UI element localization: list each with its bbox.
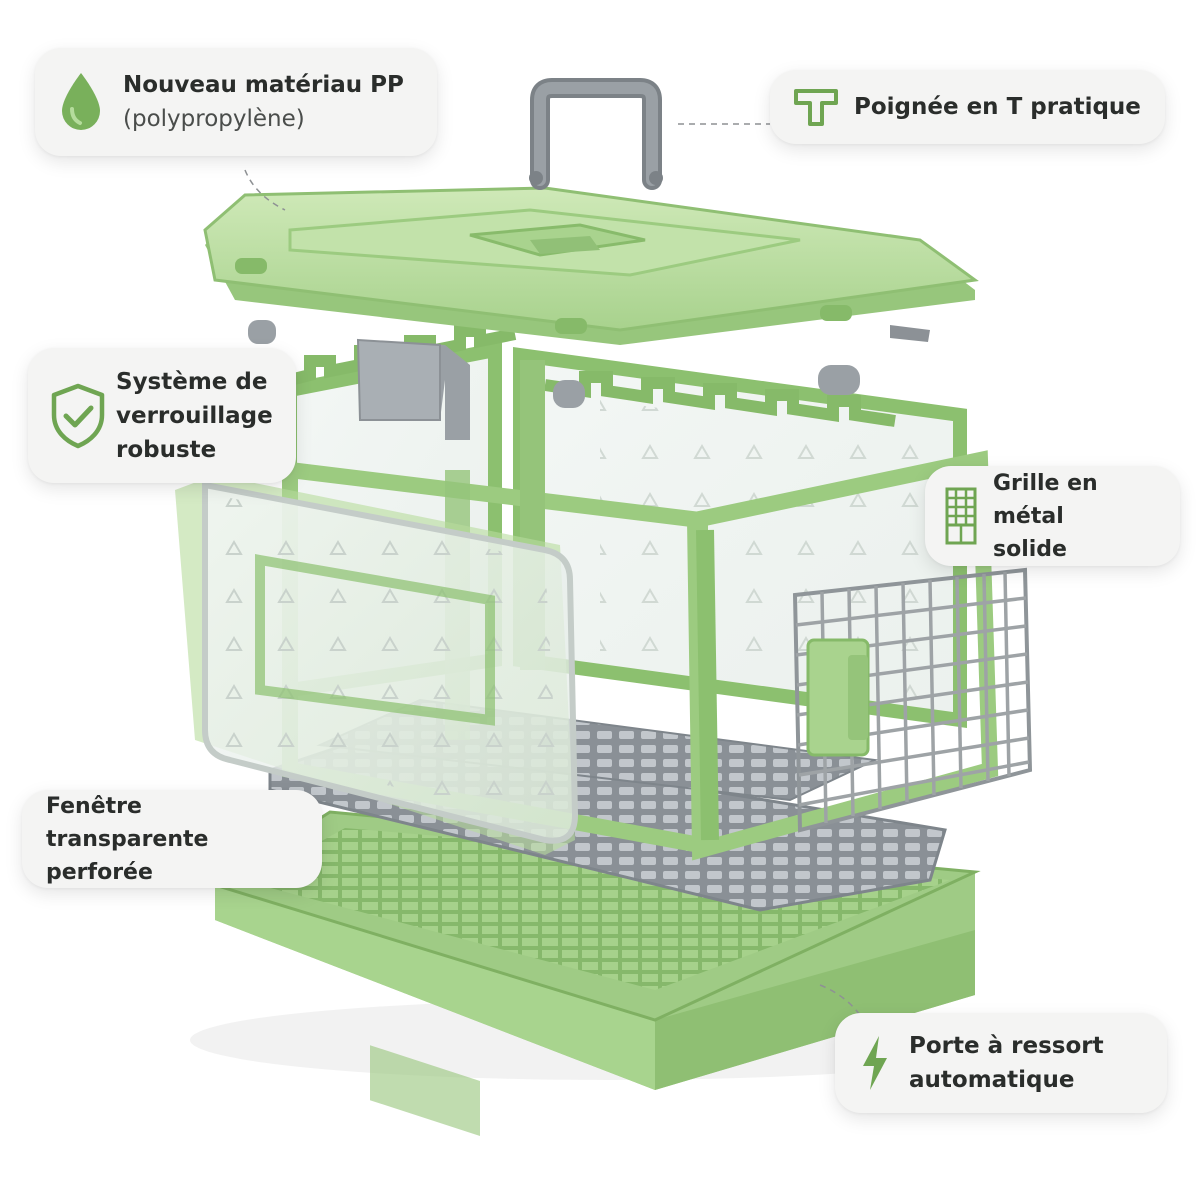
callout-spring-line2: automatique bbox=[909, 1067, 1075, 1093]
shield-check-icon bbox=[48, 381, 108, 451]
callout-window: Fenêtre transparente perforée bbox=[22, 790, 322, 888]
water-drop-icon bbox=[53, 67, 109, 137]
callout-material-subtitle: (polypropylène) bbox=[123, 106, 305, 132]
metal-grid-door bbox=[792, 567, 1033, 833]
callout-lock-line3: robuste bbox=[116, 436, 217, 463]
t-handle-icon bbox=[792, 85, 840, 129]
callout-material: Nouveau matériau PP (polypropylène) bbox=[35, 48, 437, 156]
callout-lock-line2: verrouillage bbox=[116, 402, 273, 429]
transparent-window bbox=[175, 475, 579, 855]
callout-lock-line1: Système de bbox=[116, 368, 268, 395]
hinge-pins bbox=[248, 320, 930, 408]
callout-grid-line1: Grille en métal bbox=[993, 470, 1098, 529]
metal-grid-icon bbox=[943, 486, 979, 546]
callout-grid: Grille en métal solide bbox=[925, 466, 1180, 566]
connector-lines bbox=[244, 123, 861, 1016]
callout-handle-text: Poignée en T pratique bbox=[854, 94, 1141, 120]
callout-window-line2: perforée bbox=[46, 859, 153, 885]
callout-material-title: Nouveau matériau PP bbox=[123, 72, 404, 98]
callout-window-line1: Fenêtre transparente bbox=[46, 793, 209, 852]
callout-spring: Porte à ressort automatique bbox=[835, 1013, 1167, 1113]
callout-spring-line1: Porte à ressort bbox=[909, 1033, 1104, 1059]
door-latch bbox=[806, 638, 870, 757]
callout-handle: Poignée en T pratique bbox=[770, 70, 1165, 144]
lock-clip bbox=[356, 338, 470, 440]
lid bbox=[203, 186, 979, 345]
callout-grid-line2: solide bbox=[993, 536, 1067, 562]
carry-handle bbox=[529, 78, 663, 190]
lightning-bolt-icon bbox=[855, 1032, 895, 1094]
callout-lock: Système de verrouillage robuste bbox=[28, 348, 296, 483]
